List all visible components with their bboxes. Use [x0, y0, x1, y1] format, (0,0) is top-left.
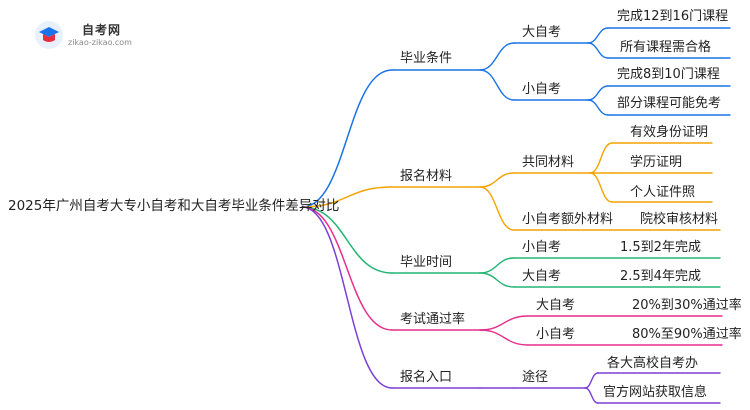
leaf-80-90-rate: 80%至90%通过率 — [632, 327, 742, 342]
connector-branch-1-sub-1 — [479, 186, 515, 231]
connector-leaf-0-0-0 — [587, 27, 609, 44]
connector-branch-3-sub-1 — [479, 329, 529, 346]
site-logo: 自考网 zikao-zikao.com — [34, 18, 164, 52]
graduation-cap-icon — [35, 21, 63, 49]
leaf-all-pass: 所有课程需合格 — [620, 40, 712, 55]
leaf-1-5-2-years: 1.5到2年完成 — [620, 240, 701, 255]
connector-branch-0-sub-1 — [479, 69, 515, 101]
connector-branch-2-sub-1 — [479, 272, 515, 288]
leaf-valid-id: 有效身份证明 — [630, 125, 709, 140]
branch-application-materials: 报名材料 — [400, 169, 453, 184]
root-topic: 2025年广州自考大专小自考和大自考毕业条件差异对比 — [8, 198, 340, 214]
leaf-20-30-rate: 20%到30%通过率 — [632, 298, 742, 313]
leaf-2-5-4-years: 2.5到4年完成 — [620, 269, 701, 284]
branch-pass-rate: 考试通过率 — [400, 312, 466, 327]
leaf-id-photo: 个人证件照 — [630, 185, 696, 200]
connector-leaf-0-1-1 — [587, 99, 609, 116]
topic-da-zikao: 大自考 — [522, 25, 562, 40]
connector-root-branch-4 — [301, 206, 393, 389]
leaf-complete-12-16: 完成12到16门课程 — [617, 9, 729, 24]
connector-branch-2-sub-0 — [479, 257, 515, 274]
topic-xiao-zikao: 小自考 — [522, 82, 562, 97]
topic-xiao-zikao-rate: 小自考 — [536, 327, 576, 342]
branch-application-portal: 报名入口 — [400, 370, 453, 385]
logo-title: 自考网 — [82, 23, 122, 37]
leaf-official-website: 官方网站获取信息 — [603, 385, 708, 400]
connector-root-branch-3 — [301, 206, 393, 331]
connector-leaf-0-0-1 — [587, 42, 609, 59]
connector-leaf-4-0-0 — [584, 372, 599, 389]
connector-branch-0-sub-0 — [479, 42, 515, 71]
branch-graduation-time: 毕业时间 — [400, 255, 453, 270]
connector-branch-1-sub-0 — [479, 172, 515, 188]
leaf-education-proof: 学历证明 — [630, 155, 683, 170]
topic-da-zikao-time: 大自考 — [522, 269, 562, 284]
leaf-partial-exempt: 部分课程可能免考 — [617, 96, 722, 111]
topic-xiao-zikao-time: 小自考 — [522, 240, 562, 255]
logo-url: zikao-zikao.com — [68, 38, 132, 47]
connector-root-branch-2 — [301, 206, 393, 274]
connector-branch-3-sub-0 — [479, 315, 529, 331]
connector-leaf-4-0-1 — [584, 387, 599, 404]
leaf-school-review: 院校审核材料 — [640, 212, 719, 227]
topic-extra-materials: 小自考额外材料 — [522, 212, 614, 227]
connector-root-branch-1 — [301, 186, 393, 208]
topic-common-materials: 共同材料 — [522, 155, 575, 170]
topic-channel: 途径 — [522, 370, 549, 385]
branch-graduation-conditions: 毕业条件 — [400, 51, 453, 66]
leaf-university-office: 各大高校自考办 — [607, 356, 699, 371]
connector-leaf-0-1-0 — [587, 85, 609, 101]
connector-leaf-1-0-0 — [589, 142, 613, 174]
leaf-complete-8-10: 完成8到10门课程 — [617, 67, 720, 82]
connector-leaf-1-0-2 — [589, 172, 613, 203]
connector-root-branch-0 — [301, 69, 393, 208]
topic-da-zikao-rate: 大自考 — [536, 298, 576, 313]
